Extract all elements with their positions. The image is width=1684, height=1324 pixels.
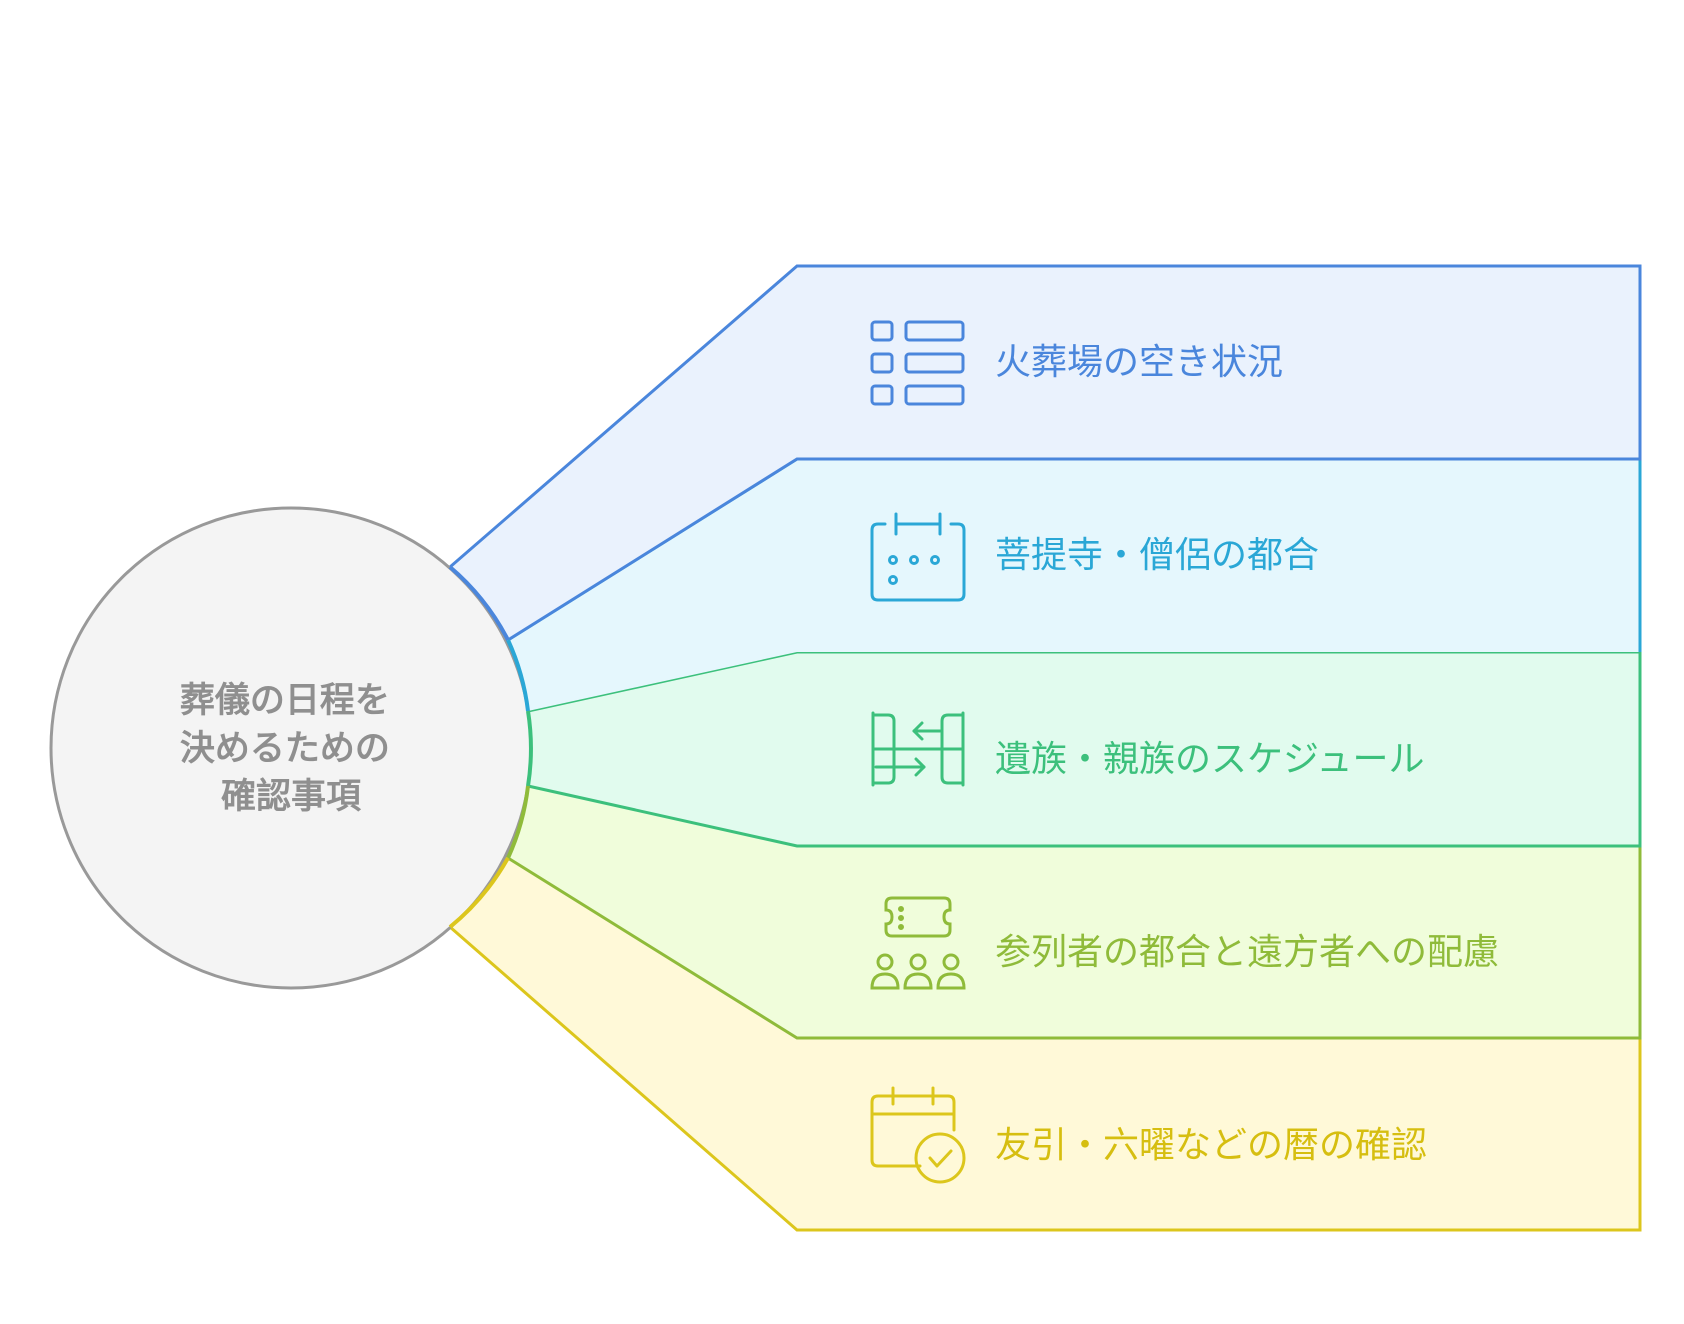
calendar-dots-icon	[870, 512, 966, 602]
item-label-2: 菩提寺・僧侶の都合	[995, 535, 1319, 576]
item-label-3: 遺族・親族のスケジュール	[995, 739, 1424, 780]
band-5	[449, 858, 1642, 1232]
arc-1	[448, 565, 510, 641]
ticket-people-icon	[870, 896, 966, 990]
band-2-shape	[508, 459, 1640, 711]
item-label-5: 友引・六曜などの暦の確認	[995, 1125, 1427, 1166]
center-title-line-1: 葬儀の日程を	[180, 681, 390, 721]
item-label-1: 火葬場の空き状況	[995, 342, 1283, 383]
list-icon	[870, 320, 965, 406]
band-4-outline	[507, 846, 1642, 1040]
band-3-shape	[528, 652, 1640, 846]
band-1	[449, 264, 1642, 642]
center-title: 葬儀の日程を 決めるための 確認事項	[180, 681, 402, 817]
calendar-check-icon	[870, 1086, 966, 1184]
band-1-shape	[450, 266, 1640, 640]
band-5-outline	[449, 925, 1642, 1232]
band-4	[507, 786, 1642, 1040]
band-1-outline	[449, 264, 1642, 642]
band-4-shape	[508, 786, 1640, 1038]
center-title-line-3: 確認事項	[221, 777, 362, 817]
band-5-shape	[450, 858, 1640, 1230]
arc-3	[526, 710, 533, 787]
item-label-4: 参列者の都合と遠方者への配慮	[995, 932, 1499, 973]
center-circle	[51, 508, 531, 988]
arc-2	[506, 639, 530, 712]
arc-4	[506, 785, 530, 859]
arrows-exchange-icon	[871, 711, 965, 787]
center-title-line-2: 決めるための	[180, 729, 390, 769]
arc-5	[448, 857, 510, 929]
